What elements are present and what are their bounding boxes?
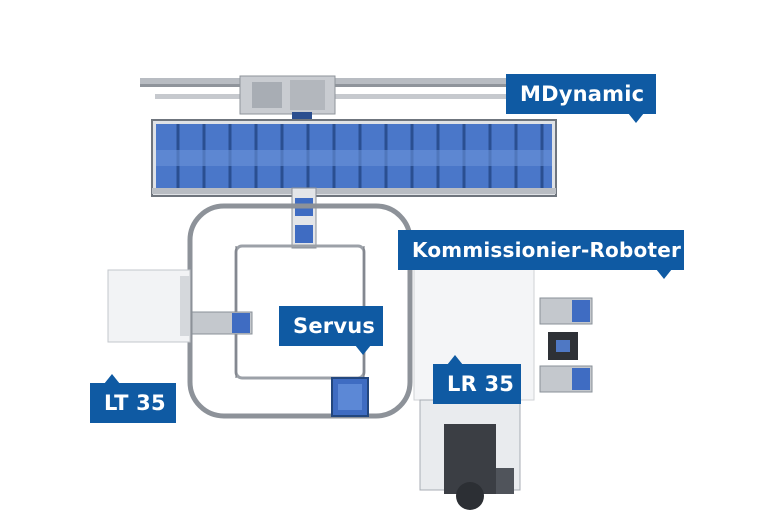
gantry-mechanism <box>239 75 336 124</box>
lt35-label: LT 35 <box>90 374 176 423</box>
lr35-label: LR 35 <box>433 355 521 404</box>
mdynamic-shelving <box>151 119 557 197</box>
servus-shuttle <box>331 377 369 417</box>
lt35-station <box>107 269 253 343</box>
overhead-rail <box>140 78 545 99</box>
servus-label: Servus <box>279 306 383 355</box>
picking-robot-stations <box>539 297 593 393</box>
mdynamic-label: MDynamic <box>506 74 656 123</box>
kommissionier-roboter-label: Kommissionier-Roboter <box>398 230 684 279</box>
connector-conveyor <box>291 187 317 249</box>
